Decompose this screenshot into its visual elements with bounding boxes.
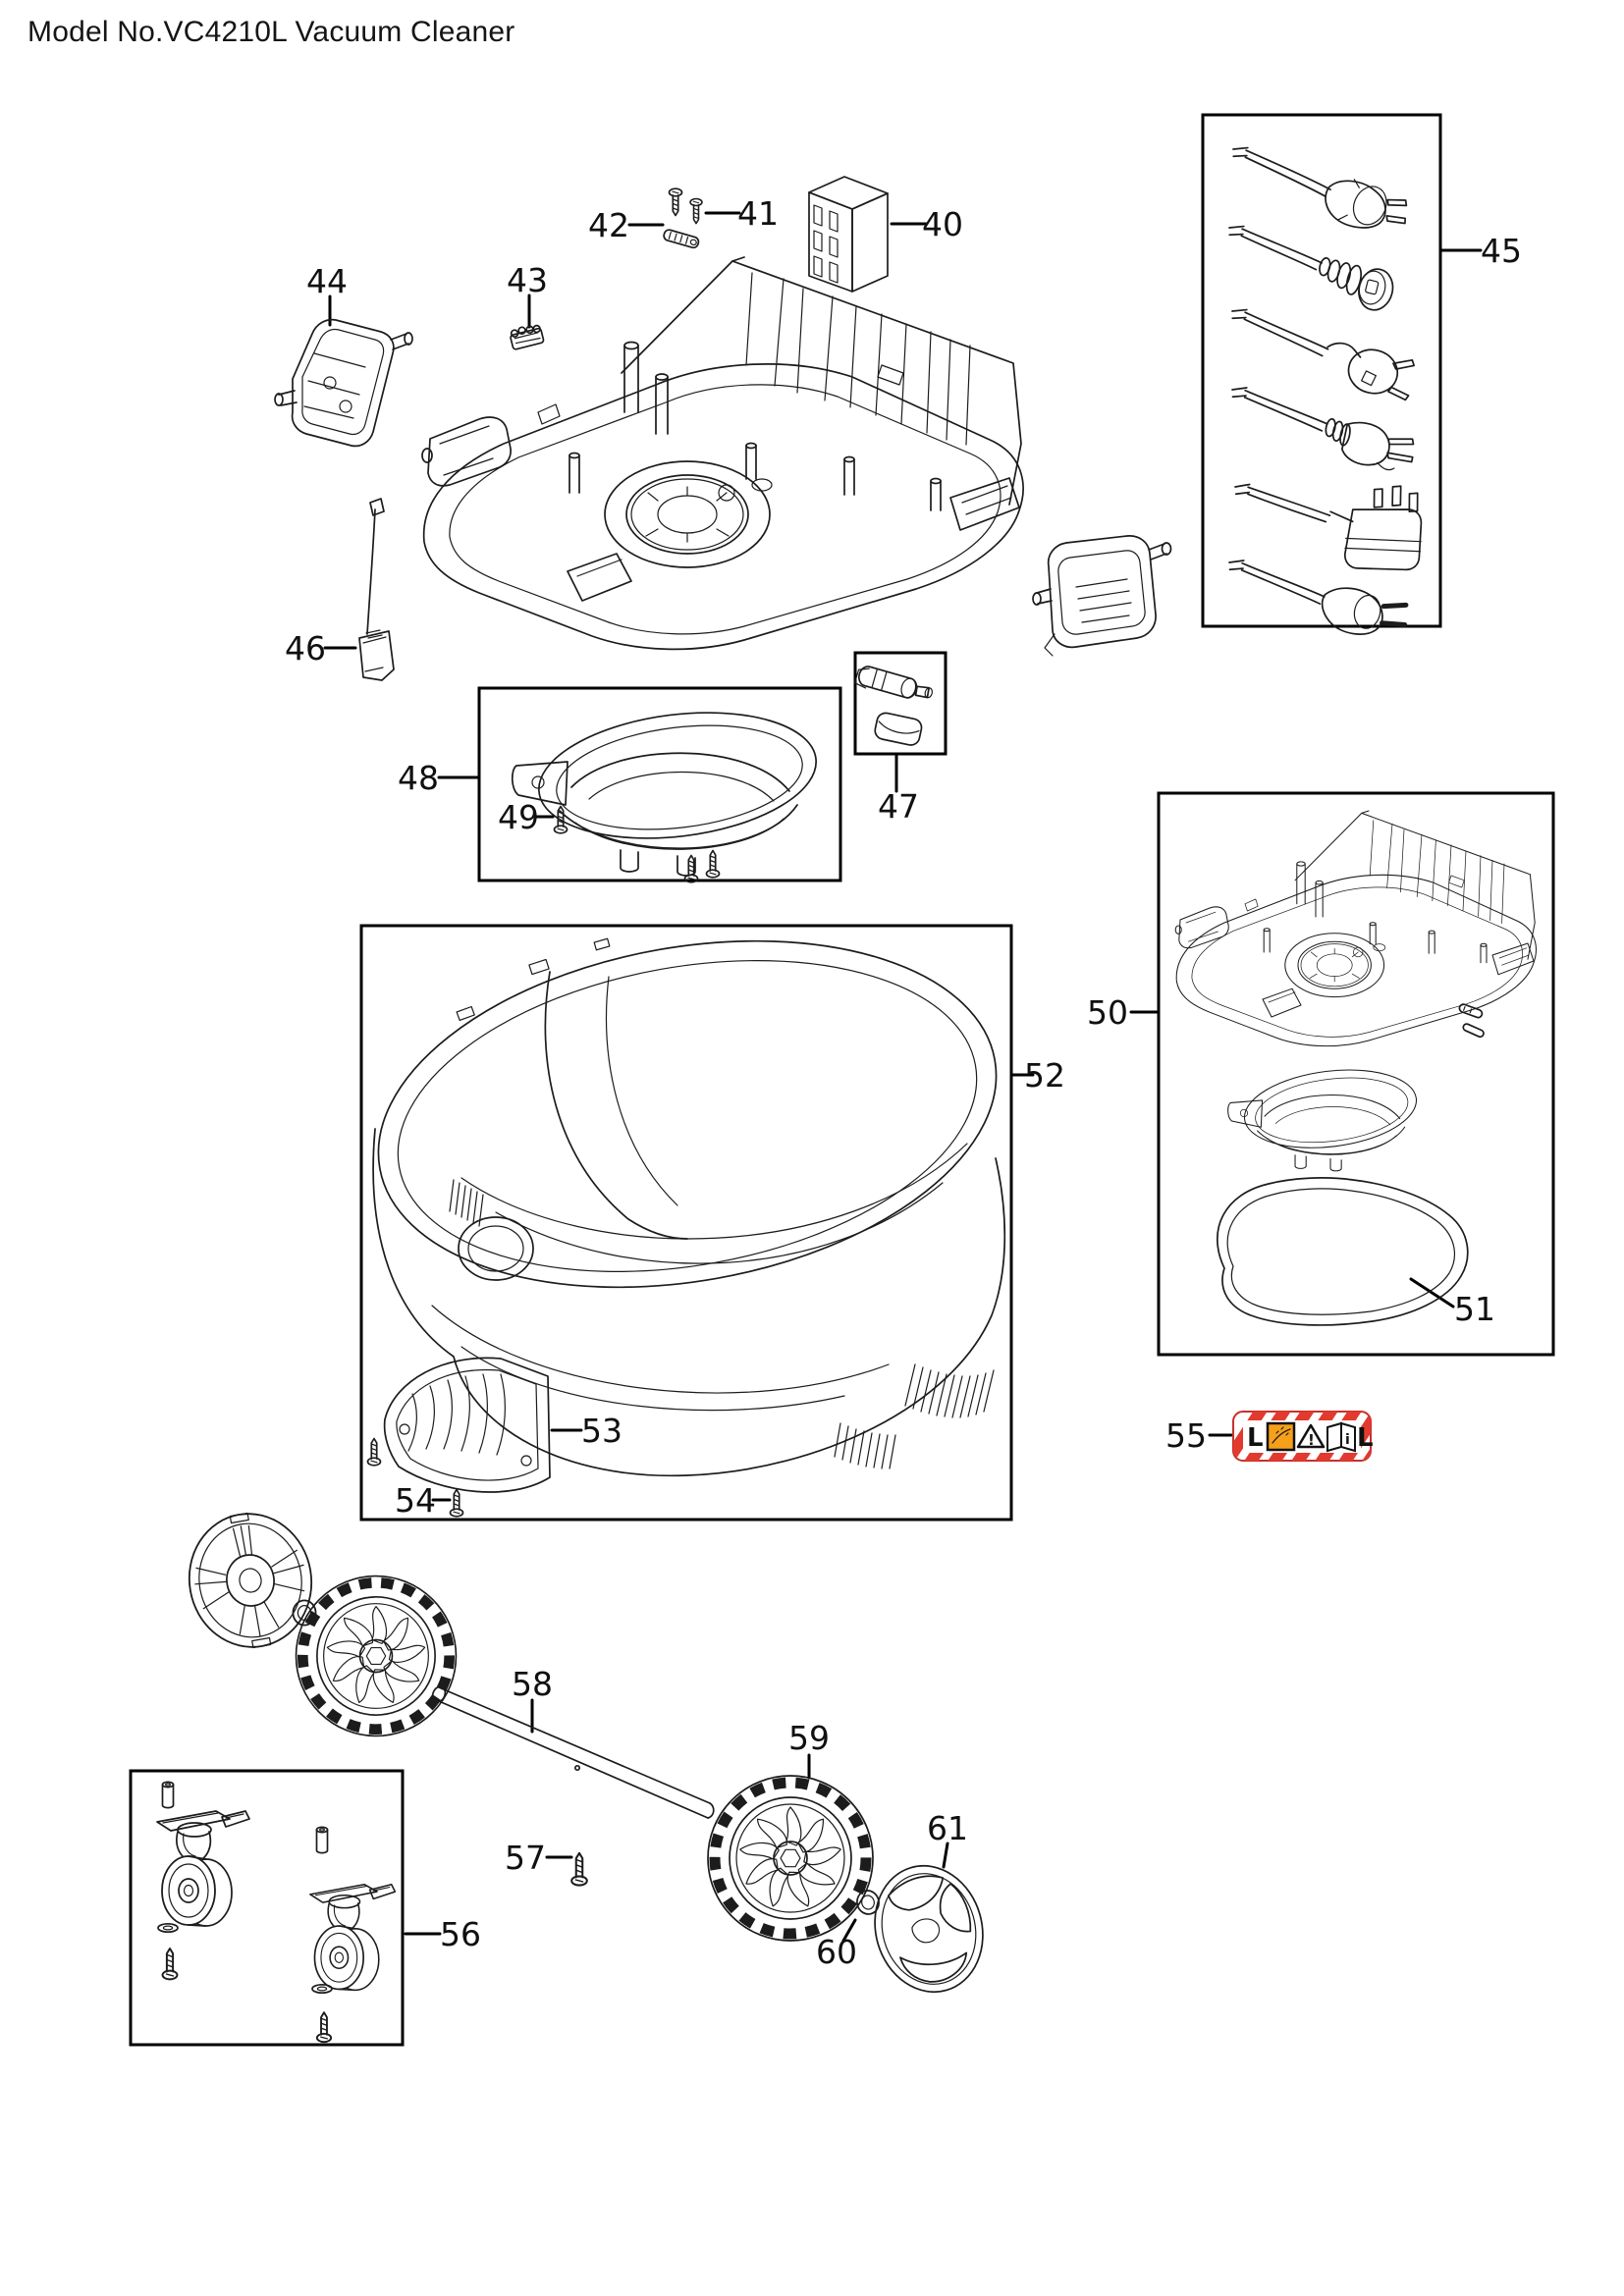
part-label-40: 40 (922, 205, 963, 243)
part-41-screws (668, 187, 703, 225)
group-box-50 (1157, 791, 1555, 1357)
part-label-60: 60 (816, 1933, 857, 1971)
part-44-bracket (274, 318, 413, 448)
part-46-switch (358, 498, 395, 681)
sticker-left-letter: L (1247, 1423, 1264, 1453)
part-58-axle (431, 1685, 715, 1819)
part-label-50: 50 (1087, 993, 1128, 1032)
dust-hazard-icon (1266, 1421, 1296, 1452)
part-label-61: 61 (927, 1809, 968, 1847)
part-45-power-cords (1228, 146, 1423, 635)
part-53-grille (383, 1357, 551, 1493)
sticker-right-letter: L (1357, 1423, 1374, 1453)
part-54-screw (449, 1488, 464, 1518)
part-label-52: 52 (1024, 1056, 1065, 1095)
part-label-58: 58 (512, 1665, 553, 1703)
part-label-48: 48 (398, 759, 439, 797)
part-40-filter (808, 176, 889, 293)
part-43-terminal (510, 324, 545, 350)
part-55-caution-label: L ! i L (1232, 1411, 1374, 1462)
page-title: Model No.VC4210L Vacuum Cleaner (27, 16, 515, 48)
part-label-53: 53 (581, 1412, 623, 1450)
group-box-48 (477, 686, 842, 882)
part-label-47: 47 (878, 787, 919, 826)
group-box-52 (359, 924, 1013, 1522)
part-51-gasket (1216, 1177, 1469, 1326)
part-label-51: 51 (1454, 1290, 1495, 1328)
part-52-tank (366, 937, 1006, 1518)
part-label-46: 46 (285, 629, 326, 667)
part-label-43: 43 (507, 261, 548, 299)
part-label-59: 59 (788, 1719, 830, 1757)
svg-text:i: i (1345, 1432, 1350, 1448)
part-label-41: 41 (737, 194, 779, 233)
group-box-47 (853, 651, 947, 756)
part-label-57: 57 (505, 1839, 546, 1877)
part-59-wheel (708, 1776, 873, 1941)
part-48-float-cage (511, 697, 825, 883)
part-47-valve (854, 666, 934, 746)
part-label-55: 55 (1165, 1416, 1207, 1455)
part-label-56: 56 (440, 1915, 481, 1953)
group-box-56 (129, 1769, 405, 2047)
part-label-42: 42 (588, 206, 629, 244)
part-label-44: 44 (306, 262, 348, 300)
part-61-hubcap (874, 1864, 984, 1994)
read-manual-icon: i (1326, 1421, 1356, 1453)
warning-triangle-icon: ! (1296, 1423, 1326, 1449)
part-latch-plate (1032, 535, 1172, 657)
part-labels: 40 41 42 43 44 45 46 47 48 49 50 51 52 5… (285, 194, 1522, 1971)
part-42-link (663, 229, 700, 249)
part-label-49: 49 (498, 798, 539, 836)
part-housing-base (421, 256, 1024, 651)
leader-lines (323, 211, 1483, 1943)
group-box-45 (1201, 113, 1442, 628)
part-label-54: 54 (395, 1481, 436, 1520)
part-label-45: 45 (1481, 232, 1522, 270)
svg-text:!: ! (1308, 1431, 1315, 1449)
part-57-screw (570, 1851, 588, 1887)
part-50-assembly (1174, 810, 1537, 1326)
part-wheel-left (297, 1576, 457, 1736)
part-hubcap-left (188, 1512, 313, 1649)
part-56-casters (156, 1781, 397, 2044)
